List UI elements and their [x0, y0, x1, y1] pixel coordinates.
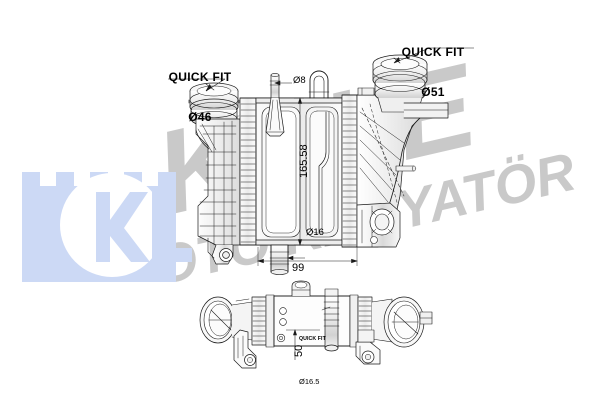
- right-mounting-bracket: [356, 202, 401, 248]
- dim-depth: [286, 329, 320, 360]
- leader-top-pipe: [274, 80, 292, 86]
- label-right-port-quickfit: QUICK FIT Ø51: [393, 19, 473, 127]
- label-left-port-value: Ø46: [188, 110, 212, 125]
- label-plan-port-value: Ø16.5: [299, 377, 320, 387]
- label-right-port-title: QUICK FIT: [401, 44, 465, 59]
- top-hanger-loop: [308, 70, 330, 99]
- label-left-port-title: QUICK FIT: [168, 69, 232, 84]
- label-plan-port-quickfit: QUICK FIT Ø16.5: [299, 301, 326, 400]
- right-fin-stack: [341, 94, 358, 248]
- label-height-dimension: 165.58: [298, 144, 310, 178]
- right-inlet-port: [372, 54, 449, 119]
- leader-left-port: [168, 78, 226, 92]
- label-right-port-value: Ø51: [421, 85, 445, 100]
- label-left-port-quickfit: QUICK FIT Ø46: [160, 44, 240, 152]
- left-fin-stack: [239, 97, 257, 246]
- leader-plan-stub: [321, 306, 331, 311]
- label-top-pipe-diameter: Ø8: [293, 75, 306, 86]
- plan-left-foot: [233, 329, 257, 369]
- dimension-lines-main: [168, 47, 474, 266]
- bottom-drain-pipe: [269, 244, 290, 275]
- watermark-kl-logo: [22, 172, 192, 282]
- dim-height: [294, 97, 304, 246]
- bottom-view-assembly: [199, 280, 433, 369]
- top-small-pipe: [265, 73, 285, 137]
- dim-width: [257, 247, 358, 266]
- left-mounting-bracket: [207, 237, 234, 265]
- right-top-tab: [357, 87, 375, 96]
- plan-left-fins: [251, 294, 275, 348]
- label-plan-port-title: QUICK FIT: [299, 335, 326, 342]
- label-width-dimension: 99: [292, 262, 305, 274]
- plan-center-stub: [323, 288, 340, 352]
- plan-right-foot: [355, 329, 381, 365]
- plan-left-port: [199, 296, 253, 344]
- leader-right-port: [393, 47, 474, 64]
- main-view-assembly: [188, 54, 449, 275]
- plan-right-port: [371, 296, 433, 348]
- label-bottom-pipe-diameter: Ø16: [306, 227, 324, 238]
- leader-bottom-pipe: [287, 255, 305, 261]
